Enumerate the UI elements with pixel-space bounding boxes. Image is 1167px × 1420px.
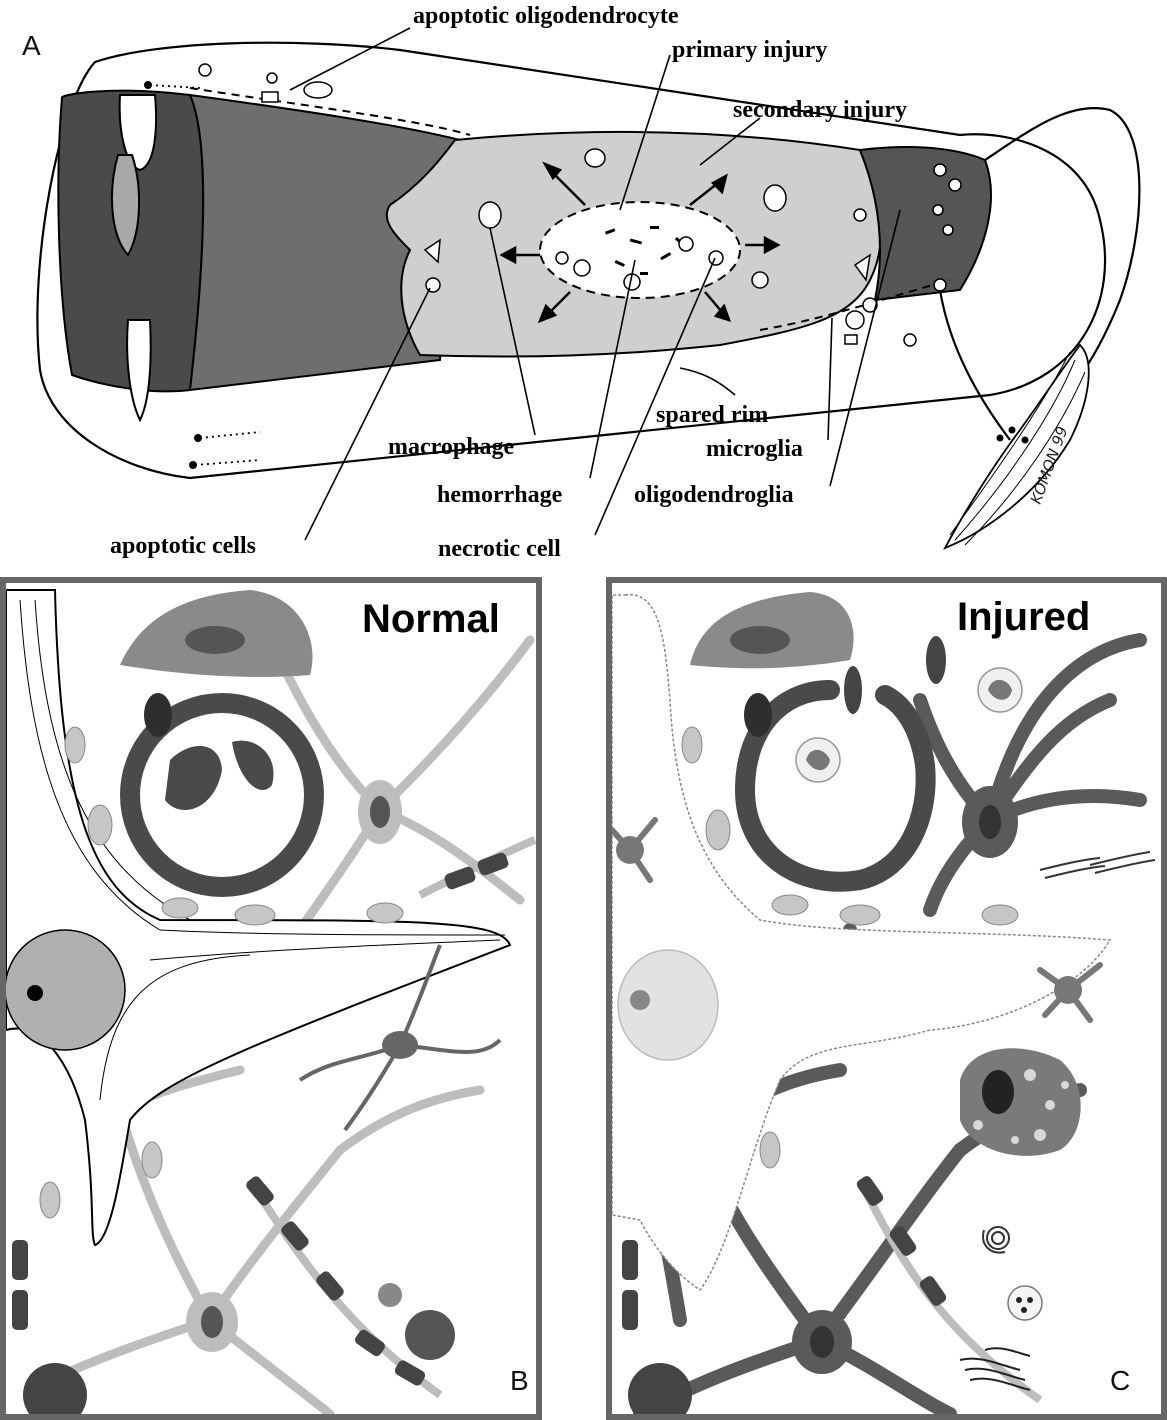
reactive-astrocyte-nucleus-lower: [810, 1326, 834, 1358]
neurofilaments: [19, 599, 506, 1101]
label-apoptotic-oligodendrocyte: apoptotic oligodendrocyte: [413, 3, 679, 29]
neutrophil: [795, 737, 841, 783]
astrocyte-nucleus-lower: [201, 1306, 223, 1338]
dashed-lower-boundary: [759, 279, 951, 331]
myelin-figure: [982, 1226, 1010, 1254]
peripheral-nerve: [984, 106, 1141, 401]
myelinated-axon-left: [12, 1240, 28, 1330]
label-microglia: microglia: [706, 436, 803, 462]
macrophage-inclusions: [973, 1069, 1069, 1144]
panel-c: Injured C: [606, 577, 1167, 1420]
macrophage-nucleus: [982, 1070, 1014, 1114]
oligodendrocyte-processes: [39, 726, 404, 1219]
label-hemorrhage: hemorrhage: [437, 482, 563, 508]
bottom-left-cell: [23, 1363, 87, 1414]
macrophage: [960, 1048, 1081, 1156]
panel-c-letter: C: [1110, 1365, 1130, 1396]
pericyte-nucleus: [185, 626, 245, 654]
myelinated-axon-injured: [856, 1176, 1043, 1404]
apoptotic-oligodendrocyte-cluster: [198, 63, 333, 103]
spinal-cord-outline: [36, 41, 1107, 480]
ventral-fissure: [126, 319, 152, 423]
dorsal-horn-notch: [118, 94, 158, 172]
neuron-nucleus: [6, 929, 126, 1051]
panel-b-title: Normal: [362, 597, 500, 641]
red-blood-cell-left: [165, 746, 222, 810]
label-macrophage: macrophage: [388, 434, 515, 460]
panel-a: A: [22, 3, 1141, 562]
astrocyte-nucleus: [370, 796, 390, 828]
escaped-red-blood-cell-1: [844, 666, 862, 714]
pericyte-injured-nucleus: [730, 626, 790, 654]
label-necrotic-cell: necrotic cell: [438, 536, 561, 562]
panel-b-letter: B: [510, 1365, 529, 1396]
myelinated-axon-lower: [246, 1176, 443, 1399]
nerve-branch: [938, 289, 1011, 441]
label-leaders: [289, 27, 901, 541]
apoptotic-body: [1007, 1285, 1043, 1321]
panel-a-labels: apoptotic oligodendrocyte primary injury…: [110, 3, 907, 562]
dashed-upper-boundary: [189, 87, 471, 136]
activated-microglia-soma: [1054, 976, 1082, 1004]
label-secondary-injury: secondary injury: [733, 97, 907, 123]
tissue-body: [188, 93, 462, 392]
panel-c-title: Injured: [957, 595, 1090, 639]
blood-vessel-wall: [120, 693, 324, 897]
muscle-striations: [949, 351, 1086, 546]
swollen-neuron-nucleolus: [630, 990, 650, 1010]
fragmented-myelin-upper: [1039, 851, 1156, 879]
axon-terminals: [144, 81, 202, 469]
escaped-red-blood-cell-2: [926, 636, 946, 684]
endothelial-nucleus-injured: [744, 693, 772, 737]
myelinated-axon-upper: [418, 836, 536, 899]
necrotic-cells: [555, 236, 724, 291]
neuron-soma: [6, 589, 512, 1247]
panel-a-letter: A: [22, 30, 41, 61]
microglia-cluster: [844, 297, 917, 347]
myelinated-axon-left-injured: [622, 1240, 638, 1330]
label-primary-injury: primary injury: [672, 37, 827, 63]
muscle-fibers: [943, 343, 1090, 550]
panel-b: Normal B: [0, 577, 542, 1420]
oligodendrocyte-processes-injured: [681, 726, 1019, 1169]
motor-endplates: [996, 426, 1029, 444]
label-apoptotic-cells: apoptotic cells: [110, 533, 256, 559]
central-canal: [111, 154, 141, 257]
expansion-arrows: [499, 161, 781, 324]
myelin-debris: [959, 1347, 1031, 1391]
broken-vessel-wall: [734, 680, 936, 892]
axon-tracts: [149, 84, 261, 466]
nucleolus: [27, 985, 43, 1001]
label-oligodendroglia: oligodendroglia: [634, 482, 794, 508]
synaptic-bouton-small: [378, 1283, 402, 1307]
endothelial-nucleus: [144, 693, 172, 737]
microglia-soma: [382, 1031, 418, 1059]
label-spared-rim: spared rim: [656, 402, 768, 428]
red-blood-cell-right: [232, 740, 274, 791]
primary-injury-zone: [539, 201, 741, 299]
reactive-astrocyte-nucleus: [979, 805, 1001, 839]
bottom-left-cell-injured: [628, 1363, 692, 1414]
synaptic-bouton: [405, 1310, 455, 1360]
right-grey-band: [858, 146, 992, 302]
activated-microglia-soma-left: [616, 836, 644, 864]
swollen-neuron-soma: [617, 949, 719, 1061]
neutrophil-2: [977, 667, 1023, 713]
